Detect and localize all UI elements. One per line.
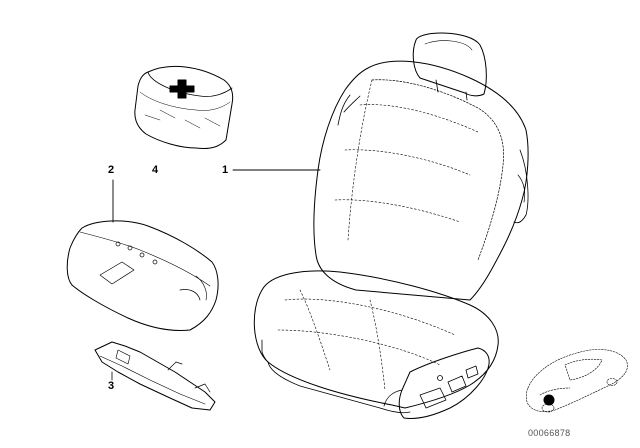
seat-backrest	[313, 60, 529, 301]
headrest	[412, 32, 487, 97]
bag-illustration	[66, 179, 219, 331]
callout-4: 4	[152, 164, 159, 176]
seat-illustration	[253, 32, 529, 419]
callout-3: 3	[108, 380, 115, 392]
car-locator-icon	[526, 349, 628, 413]
first-aid-kit-icon	[134, 65, 234, 149]
callout-1: 1	[222, 164, 229, 176]
document-number: 00066878	[528, 428, 571, 438]
callout-2: 2	[108, 164, 115, 176]
first-aid-cross	[169, 79, 195, 99]
bracket-illustration	[94, 341, 216, 411]
seat-cushion	[253, 270, 499, 409]
car-locator-dot	[543, 394, 555, 406]
seat-switch-panel	[398, 347, 490, 419]
